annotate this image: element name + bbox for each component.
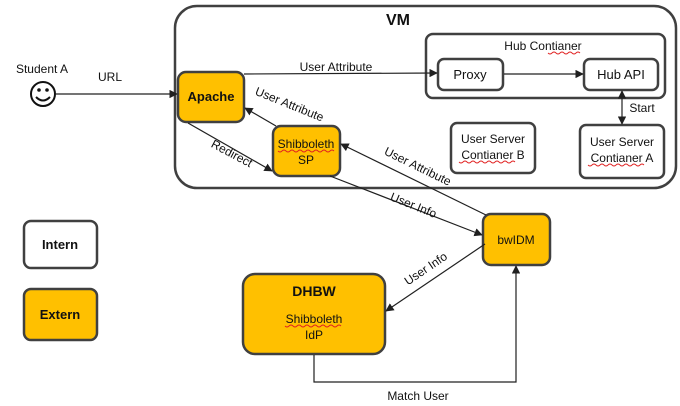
bwidm-label: bwIDM [497,233,534,247]
apache-label: Apache [188,89,235,104]
user-server-b-label-line2: Contianer B [461,148,524,162]
edge-start-label: Start [629,101,655,115]
shibboleth-idp-label-line2: IdP [305,328,323,342]
edge-apache-sp-redirect [187,122,273,172]
edge-sp-bwidm-label: User Info [388,190,439,221]
smiley-face-icon [30,81,56,107]
hub-api-node [582,57,660,92]
user-server-b-label-line1: User Server [461,132,525,146]
dhbw-node [241,272,387,356]
edge-sp-bwidm [329,175,483,237]
edge-match-user [313,265,521,383]
legend-extern-label: Extern [40,307,81,322]
legend-intern-label: Intern [42,237,78,252]
legend-extern-box [22,287,99,342]
legend-intern-box [22,219,99,270]
shibboleth-sp-label-line1: Shibboleth [278,137,335,151]
student-a-label: Student A [16,62,68,76]
edge-bwidm-dhbw-label: User Info [402,249,450,288]
hub-api-label: Hub API [597,67,645,82]
user-server-a-label-line1: User Server [590,135,654,149]
edge-bwidm-sp [340,143,487,216]
user-server-b-node [449,121,537,175]
edge-apache-proxy-label: User Attribute [300,60,373,74]
edge-url-label: URL [98,70,122,84]
bwidm-node [481,212,552,267]
edge-bwidm-dhbw [385,243,486,312]
user-server-a-label-line2: Contianer A [591,151,654,165]
edge-sp-apache [244,107,277,127]
apache-node [176,70,246,124]
proxy-node [436,57,505,92]
vm-title: VM [386,12,410,29]
dhbw-title: DHBW [292,283,336,299]
hub-container-title: Hub Contianer [504,39,581,53]
shibboleth-idp-label-line1: Shibboleth [286,312,343,326]
shibboleth-sp-label-line2: SP [298,153,314,167]
proxy-label: Proxy [453,67,487,82]
edge-match-user-label: Match User [387,389,448,403]
edge-apache-proxy [243,68,438,78]
